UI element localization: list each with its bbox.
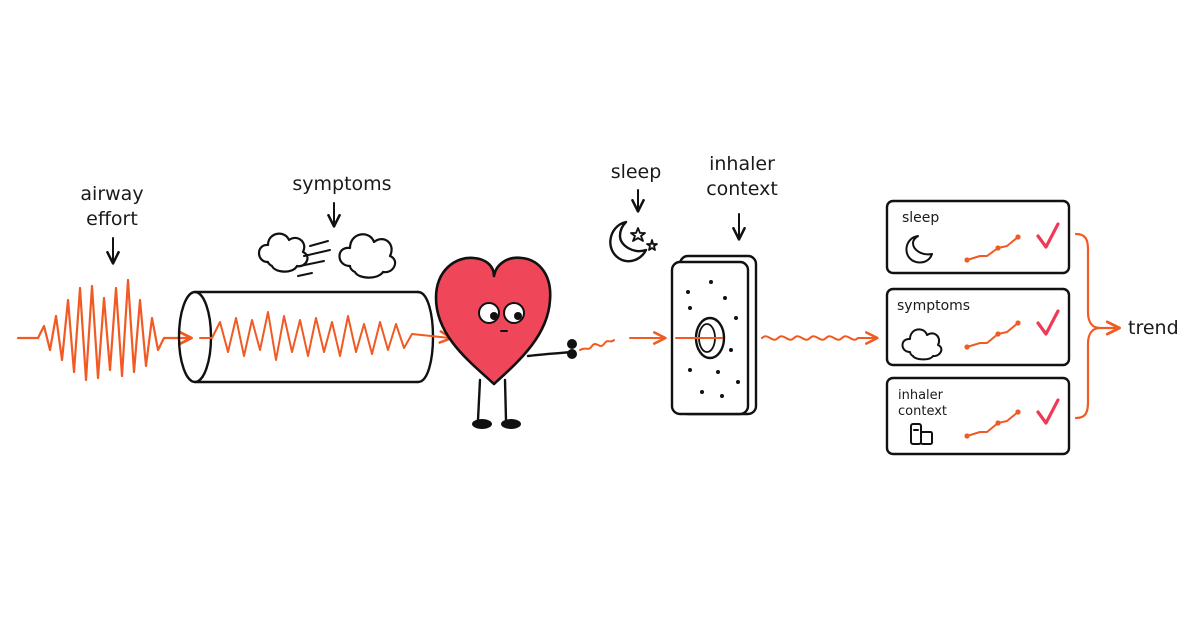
card-inhaler-context: inhaler context <box>885 376 1071 456</box>
card-inhaler-trend-line <box>966 411 1019 437</box>
motion-lines <box>297 240 331 277</box>
airway-effort-label-line1: airway <box>80 183 143 205</box>
moon-icon <box>905 235 933 264</box>
airway-tube <box>177 290 453 384</box>
sensor-panel <box>670 254 758 416</box>
check-icon <box>1036 398 1060 425</box>
moon-icon <box>609 220 648 263</box>
card-symptoms: symptoms <box>885 287 1071 367</box>
check-icon <box>1036 309 1060 336</box>
symptoms-label: symptoms <box>292 173 391 195</box>
cloud-icon <box>257 232 309 273</box>
heart-character <box>434 256 577 429</box>
sleep-label: sleep <box>611 161 662 183</box>
tube-inner-waveform <box>199 311 453 361</box>
card-symptoms-label: symptoms <box>897 298 970 314</box>
star-icon <box>630 227 658 251</box>
inhaler-icon <box>910 423 933 445</box>
card-symptoms-trend-line <box>966 322 1019 348</box>
card-sleep-label: sleep <box>902 210 939 226</box>
card-sleep-trend-line <box>966 236 1019 261</box>
airway-effort-waveform <box>16 278 193 382</box>
cloud-icon <box>338 233 397 279</box>
cloud-icon <box>901 328 943 361</box>
hand-squiggle <box>579 339 615 351</box>
inhaler-context-label-line1: inhaler <box>709 153 775 175</box>
airway-effort-label-line2: effort <box>86 208 138 230</box>
check-icon <box>1036 222 1060 249</box>
cards-bracket <box>1074 232 1102 420</box>
trend-label: trend <box>1128 317 1179 339</box>
inhaler-context-label-line2: context <box>706 178 778 200</box>
output-wave <box>761 331 879 345</box>
card-sleep: sleep <box>885 199 1071 275</box>
card-inhaler-label-line1: inhaler <box>898 388 944 403</box>
card-inhaler-label-line2: context <box>898 404 947 419</box>
